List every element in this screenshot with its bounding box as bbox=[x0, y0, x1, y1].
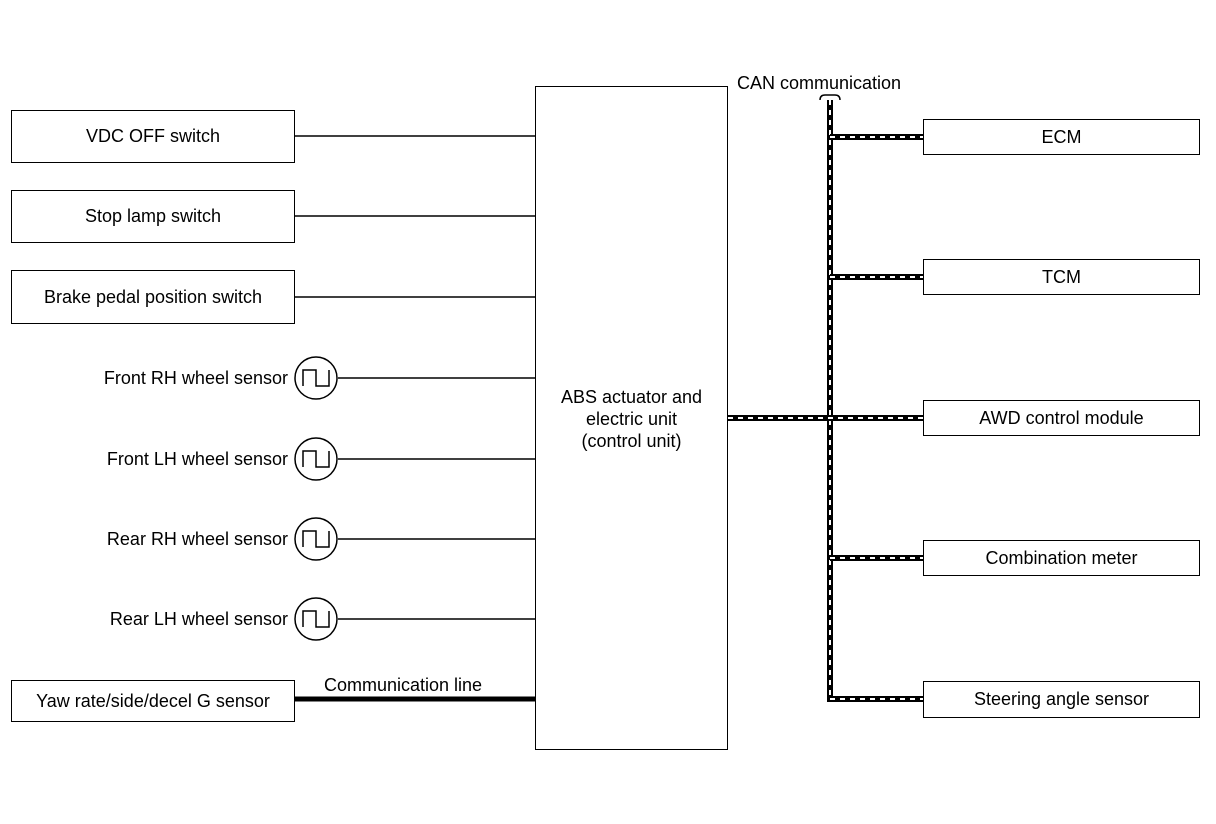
awd-control-module-box: AWD control module bbox=[923, 400, 1200, 436]
brake-pedal-position-switch-box: Brake pedal position switch bbox=[11, 270, 295, 324]
control-unit-line: (control unit) bbox=[581, 431, 682, 451]
steering-angle-sensor-box: Steering angle sensor bbox=[923, 681, 1200, 718]
ecm-box: ECM bbox=[923, 119, 1200, 155]
abs-control-unit-box bbox=[535, 86, 728, 750]
front-rh-wheel-sensor-label: Front RH wheel sensor bbox=[103, 368, 288, 388]
abs-control-unit-label: ABS actuator and electric unit (control … bbox=[535, 386, 728, 452]
rear-lh-wheel-sensor-label: Rear LH wheel sensor bbox=[109, 609, 288, 629]
control-unit-line: electric unit bbox=[585, 409, 678, 429]
rear-rh-wheel-sensor-label: Rear RH wheel sensor bbox=[106, 529, 288, 549]
wheel-sensor-icon bbox=[294, 597, 338, 641]
can-communication-label: CAN communication bbox=[737, 73, 902, 93]
stop-lamp-switch-box: Stop lamp switch bbox=[11, 190, 295, 243]
wheel-sensor-icon bbox=[294, 437, 338, 481]
communication-line-label: Communication line bbox=[324, 675, 483, 695]
vdc-off-switch-box: VDC OFF switch bbox=[11, 110, 295, 163]
wheel-sensor-icon bbox=[294, 356, 338, 400]
tcm-box: TCM bbox=[923, 259, 1200, 295]
yaw-rate-sensor-box: Yaw rate/side/decel G sensor bbox=[11, 680, 295, 722]
combination-meter-box: Combination meter bbox=[923, 540, 1200, 576]
can-bus bbox=[728, 94, 924, 702]
front-lh-wheel-sensor-label: Front LH wheel sensor bbox=[106, 449, 288, 469]
control-unit-line: ABS actuator and bbox=[560, 387, 703, 407]
wheel-sensor-icon bbox=[294, 517, 338, 561]
